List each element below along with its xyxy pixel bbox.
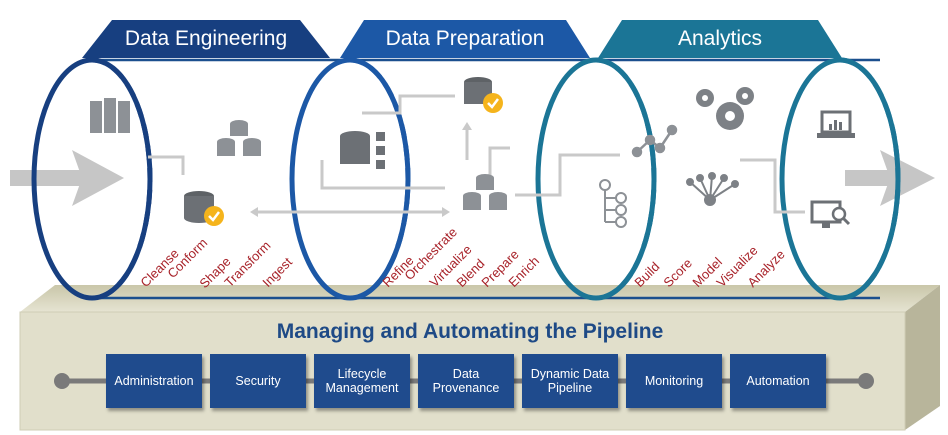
section-title-preparation: Data Preparation	[385, 27, 545, 50]
capability-label: Lifecycle Management	[325, 367, 399, 395]
section-title-engineering: Data Engineering	[124, 27, 288, 50]
decision-tree-icon	[599, 179, 627, 228]
input-arrow	[10, 150, 124, 206]
capability-label: Automation	[746, 374, 810, 388]
capability-lifecycle-management: Lifecycle Management	[314, 354, 410, 408]
capability-label: Security	[235, 374, 281, 388]
header-tab-preparation	[340, 20, 590, 58]
monitor-search-icon	[810, 200, 851, 228]
gears-icon	[696, 87, 754, 130]
capability-label: Data Provenance	[432, 367, 500, 395]
database-cluster-icon	[217, 120, 261, 156]
output-arrow	[845, 150, 935, 206]
header-tab-analytics	[598, 20, 842, 58]
capability-data-provenance: Data Provenance	[418, 354, 514, 408]
capability-dynamic-data-pipeline: Dynamic Data Pipeline	[522, 354, 618, 408]
capability-administration: Administration	[106, 354, 202, 408]
capability-label: Administration	[114, 374, 194, 388]
capability-label: Monitoring	[644, 374, 704, 388]
section-title-analytics: Analytics	[677, 27, 763, 50]
flow-lines	[148, 94, 805, 217]
database-cluster-icon	[463, 174, 507, 210]
network-node-icon	[686, 172, 739, 206]
capability-label: Dynamic Data Pipeline	[530, 367, 610, 395]
capability-monitoring: Monitoring	[626, 354, 722, 408]
cylinders	[31, 57, 901, 301]
database-check-icon	[464, 77, 503, 113]
database-flow-icon	[340, 131, 385, 169]
capability-automation: Automation	[730, 354, 826, 408]
capability-security: Security	[210, 354, 306, 408]
database-check-icon	[184, 191, 224, 226]
line-chart-icon	[631, 124, 678, 158]
laptop-chart-icon	[817, 110, 855, 138]
header-tab-engineering	[82, 20, 330, 58]
pipeline-title: Managing and Automating the Pipeline	[276, 320, 664, 343]
server-rack-icon	[90, 98, 130, 133]
